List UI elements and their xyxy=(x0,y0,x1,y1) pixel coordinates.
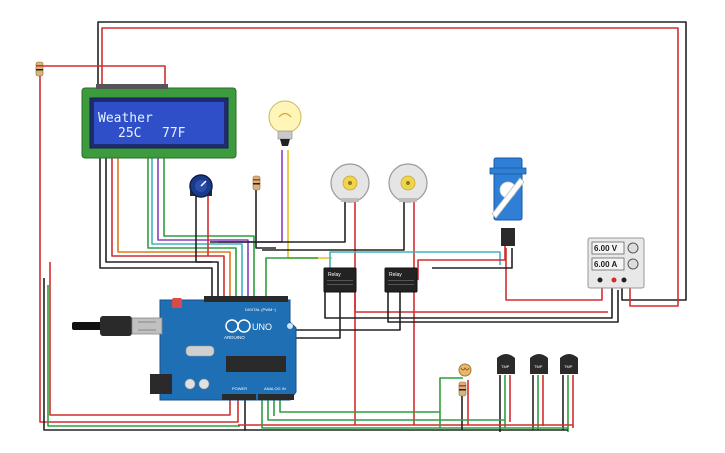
resistor-ldr[interactable] xyxy=(458,381,467,397)
lcd-screen xyxy=(94,102,224,144)
usb-cable[interactable] xyxy=(72,316,163,336)
temperature-sensor-3[interactable]: TMP xyxy=(560,354,578,374)
capacitor-1 xyxy=(184,378,196,390)
reset-button[interactable] xyxy=(172,298,182,308)
lcd-temp-celsius: 25C xyxy=(118,126,141,141)
wire-bottom-green xyxy=(47,285,240,427)
atmega-chip xyxy=(226,356,286,372)
photoresistor[interactable] xyxy=(458,363,472,377)
power-supply-terminal-ground[interactable] xyxy=(621,277,627,283)
relay-left-label: Relay xyxy=(328,272,341,278)
relay-right[interactable]: Relay xyxy=(384,267,418,293)
wire-relay-right-conn xyxy=(273,290,401,331)
potentiometer-knob-indicator xyxy=(200,180,207,187)
wire-lcd-3 xyxy=(111,158,225,300)
wire-analog-3 xyxy=(279,398,440,413)
wire-bottom-red xyxy=(49,262,231,416)
capacitor-2 xyxy=(198,378,210,390)
wire-lcd-8 xyxy=(163,158,255,300)
crystal xyxy=(185,345,215,357)
wire-top-right-green xyxy=(265,257,318,300)
temperature-sensor-2[interactable]: TMP xyxy=(530,354,548,374)
wire-servo-black xyxy=(432,248,513,269)
wire-lcd-5 xyxy=(147,158,237,300)
wire-left-red xyxy=(39,66,239,423)
wire-lcd-6 xyxy=(151,158,243,300)
arduino-digital-label: DIGITAL (PWM~) xyxy=(245,307,277,312)
wire-relay2-red xyxy=(417,240,506,280)
power-supply-voltage-readout: 6.00 V xyxy=(594,244,618,253)
wire-servo-red xyxy=(505,248,603,301)
relay-left[interactable]: Relay xyxy=(323,267,357,293)
power-supply-terminal-black[interactable] xyxy=(597,277,603,283)
wire-bottom-bus-green xyxy=(261,398,568,429)
wire-relay1-red xyxy=(354,290,608,313)
arduino-analog-label: ANALOG IN xyxy=(264,386,286,391)
arduino-power-label: POWER xyxy=(232,386,247,391)
wire-top-red xyxy=(101,27,679,307)
resistor-bulb[interactable] xyxy=(252,175,261,191)
arduino-brand-text: ARDUINO xyxy=(224,335,245,340)
potentiometer[interactable] xyxy=(189,174,213,198)
power-led xyxy=(287,323,293,329)
wire-bottom-black xyxy=(43,278,246,431)
light-bulb[interactable] xyxy=(268,100,302,146)
resistor-top-left[interactable] xyxy=(35,61,44,77)
power-supply-current-readout: 6.00 A xyxy=(594,260,617,269)
wire-analog-1 xyxy=(267,398,505,421)
wire-top-black xyxy=(97,21,687,301)
servo-horn xyxy=(491,177,525,219)
temperature-sensor-1[interactable]: TMP xyxy=(497,354,515,374)
temperature-sensor-1-label: TMP xyxy=(501,364,510,369)
temperature-sensor-3-label: TMP xyxy=(564,364,573,369)
arduino-model-text: UNO xyxy=(252,322,272,332)
relay-right-label: Relay xyxy=(389,272,402,278)
dc-motor-left[interactable] xyxy=(330,163,370,203)
voltage-knob[interactable] xyxy=(627,242,639,254)
power-supply-terminal-red[interactable] xyxy=(611,277,617,283)
lcd-module[interactable]: Weather 25C 77F xyxy=(81,84,237,159)
wire-lcd-1 xyxy=(99,158,213,300)
dc-barrel-jack[interactable] xyxy=(150,374,172,394)
wire-motor1-black xyxy=(210,200,346,243)
wire-relay1-black xyxy=(324,288,613,319)
lcd-temp-fahrenheit: 77F xyxy=(162,126,186,141)
wires xyxy=(39,21,687,432)
wire-bulb-purple xyxy=(218,150,283,243)
wire-left-red-2 xyxy=(40,65,166,90)
digital-header xyxy=(204,296,288,302)
arduino-logo xyxy=(225,319,251,333)
current-knob[interactable] xyxy=(627,258,639,270)
dc-motor-right[interactable] xyxy=(388,163,428,203)
wire-lcd-2 xyxy=(105,158,219,300)
lcd-line1: Weather xyxy=(98,111,153,126)
wire-lcd-4 xyxy=(117,158,231,300)
power-supply[interactable]: 6.00 V 6.00 A xyxy=(587,237,645,289)
temperature-sensor-2-label: TMP xyxy=(534,364,543,369)
arduino-uno[interactable]: DIGITAL (PWM~) POWER ANALOG IN UNO ARDUI… xyxy=(150,296,297,401)
wire-lcd-7 xyxy=(157,158,249,300)
wire-relay1-cyan xyxy=(329,251,501,280)
wire-pot-black xyxy=(195,196,212,263)
wire-motor2-black xyxy=(262,200,405,251)
power-header xyxy=(222,394,256,400)
lcd-header-pins xyxy=(96,84,168,89)
wire-relay2-black xyxy=(387,288,619,323)
servo-motor[interactable] xyxy=(489,157,527,246)
analog-header xyxy=(258,394,294,400)
wire-bulb-resistor xyxy=(255,190,276,249)
